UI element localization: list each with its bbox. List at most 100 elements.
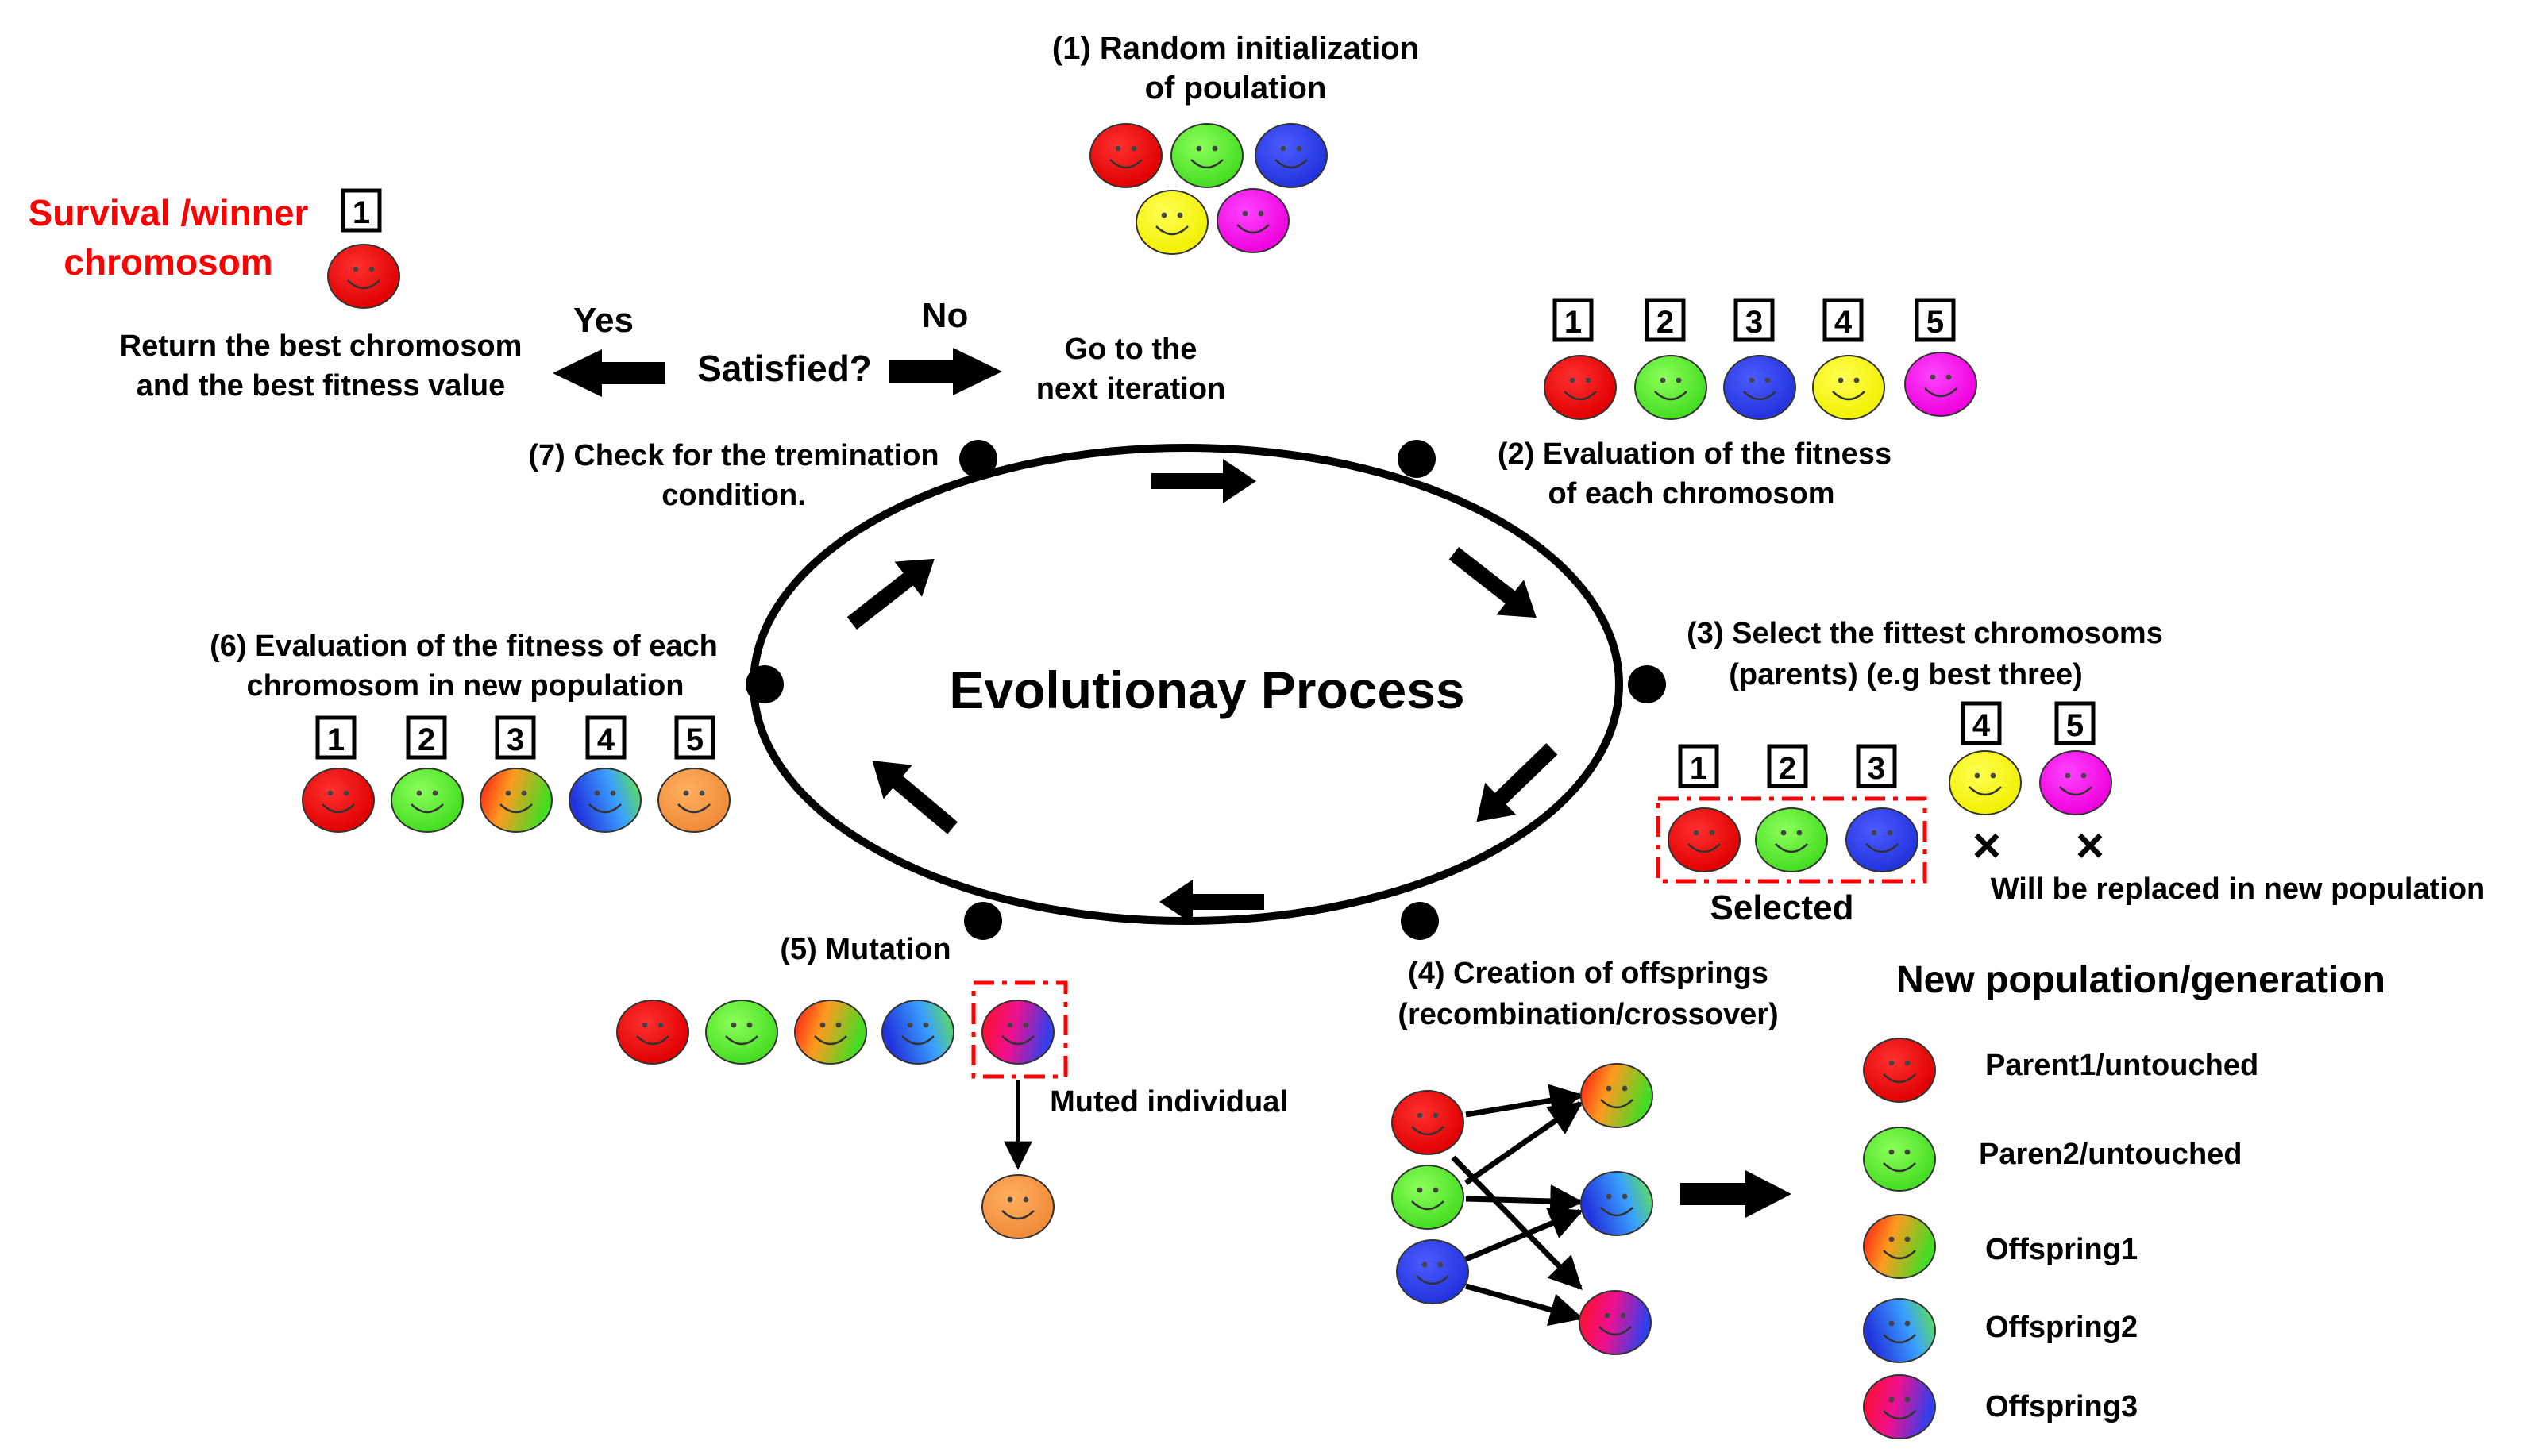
step6-label-line1: (6) Evaluation of the fitness of each [210,630,718,663]
svg-text:5: 5 [1926,305,1944,340]
no-action-line1: Go to the [1065,333,1197,366]
number-box-4: 4 [1822,298,1864,342]
chromosome-blue [1254,122,1328,189]
step3-label-line1: (3) Select the fittest chromosoms [1687,617,2163,650]
step4-label-line2: (recombination/crossover) [1398,998,1778,1031]
number-box-2: 2 [406,715,447,760]
number-box-1: 1 [1678,744,1719,788]
number-box-1: 1 [1552,298,1594,342]
yes-action-line1: Return the best chromosom [120,329,523,363]
cross-icon-magenta: × [2076,819,2104,873]
step2-label-line2: of each chromosom [1548,477,1834,510]
cross-icon-yellow: × [1972,819,2001,873]
number-box-2: 2 [1645,298,1686,342]
svg-text:1: 1 [327,722,345,757]
svg-text:4: 4 [1972,708,1991,743]
legend-swatch [1862,1126,1937,1192]
node-step2 [1398,440,1436,478]
selection-box [1656,796,1927,884]
legend-swatch [1862,1037,1937,1104]
legend-title: New population/generation [1896,959,2385,1001]
step2-population [1543,351,1978,421]
arrow-to-new-generation-icon [1680,1170,1791,1218]
node-step3 [1628,665,1666,703]
svg-text:4: 4 [1834,305,1853,340]
svg-text:2: 2 [418,722,435,757]
winner-chromosome [326,243,401,310]
muted-chromosome [981,1173,1055,1240]
chromosome-red [1089,122,1163,189]
number-box-3: 3 [1733,298,1775,342]
svg-text:4: 4 [597,722,615,757]
no-label: No [922,296,969,335]
chromosome-magenta [1216,187,1290,254]
replaced-label: Will be replaced in new population [1991,872,2485,906]
svg-text:1: 1 [353,195,370,230]
step4-label-line1: (4) Creation of offsprings [1408,957,1768,990]
legend-item-offspring1: Offspring1 [1862,1213,2138,1280]
satisfied-question: Satisfied? [697,348,872,389]
arrow-lower-right-icon [1476,743,1558,822]
svg-text:1: 1 [1690,751,1707,786]
number-box-4: 4 [585,715,627,760]
number-box-1: 1 [315,715,357,760]
node-step7 [959,440,997,478]
legend-item-parent1: Parent1/untouched [1862,1037,2258,1104]
winner-number-box: 1 [341,188,382,233]
yes-action-line2: and the best fitness value [137,369,506,403]
diagram-title: Evolutionay Process [949,661,1464,719]
cycle-arrows [846,459,1558,924]
arrow-upper-left-icon [846,558,935,630]
selected-parents [1667,807,1919,873]
svg-text:5: 5 [686,722,704,757]
legend-item-offspring2: Offspring2 [1862,1297,2138,1364]
muted-individual-label: Muted individual [1050,1085,1288,1119]
yes-label: Yes [573,301,634,340]
svg-text:2: 2 [1779,751,1796,786]
step3-number-boxes: 1 2 3 4 5 [1678,701,2096,788]
step5-population [615,999,1055,1065]
number-box-2: 2 [1767,744,1808,788]
svg-text:1: 1 [1564,305,1582,340]
no-action-line2: next iteration [1036,372,1226,406]
svg-text:3: 3 [507,722,524,757]
number-box-5: 5 [674,715,715,760]
step2-label-line1: (2) Evaluation of the fitness [1498,437,1892,471]
step6-population [301,767,731,834]
winner-label-line2: chromosom [64,241,272,283]
step7-label-line2: condition. [661,479,806,512]
number-box-5: 5 [1915,298,1956,342]
number-box-3: 3 [1856,744,1897,788]
svg-text:Parent1/untouched: Parent1/untouched [1985,1049,2258,1082]
initial-population [1089,122,1328,256]
svg-text:Paren2/untouched: Paren2/untouched [1979,1138,2242,1171]
step6-label-line2: chromosom in new population [247,669,684,703]
step5-label: (5) Mutation [780,933,951,966]
svg-text:5: 5 [2066,708,2084,743]
arrow-right-down-icon [1448,547,1537,618]
step2-number-boxes: 1 2 3 4 5 [1552,298,1956,342]
chromosome-yellow [1135,189,1209,256]
legend-swatch [1862,1297,1937,1364]
rejected-chromosomes [1948,749,2113,816]
svg-text:2: 2 [1656,305,1674,340]
number-box-5: 5 [2054,701,2096,745]
selected-label: Selected [1710,888,1854,927]
node-step4 [1401,902,1439,940]
arrow-bottom-left-icon [1159,880,1264,924]
legend-swatch [1862,1213,1937,1280]
arrow-no-icon [889,348,1002,395]
chromosome-green [1170,122,1244,189]
winner-label-line1: Survival /winner [29,192,309,233]
svg-text:3: 3 [1745,305,1763,340]
step1-label-line2: of poulation [1145,71,1327,106]
legend-swatch [1862,1373,1937,1440]
step7-label-line1: (7) Check for the tremination [528,439,939,472]
number-box-3: 3 [495,715,536,760]
crossover-parents [1390,1089,1470,1305]
arrow-top-right-icon [1151,459,1256,503]
step6-number-boxes: 1 2 3 4 5 [315,715,715,760]
step3-label-line2: (parents) (e.g best three) [1729,658,2083,691]
svg-text:Offspring3: Offspring3 [1985,1390,2138,1423]
